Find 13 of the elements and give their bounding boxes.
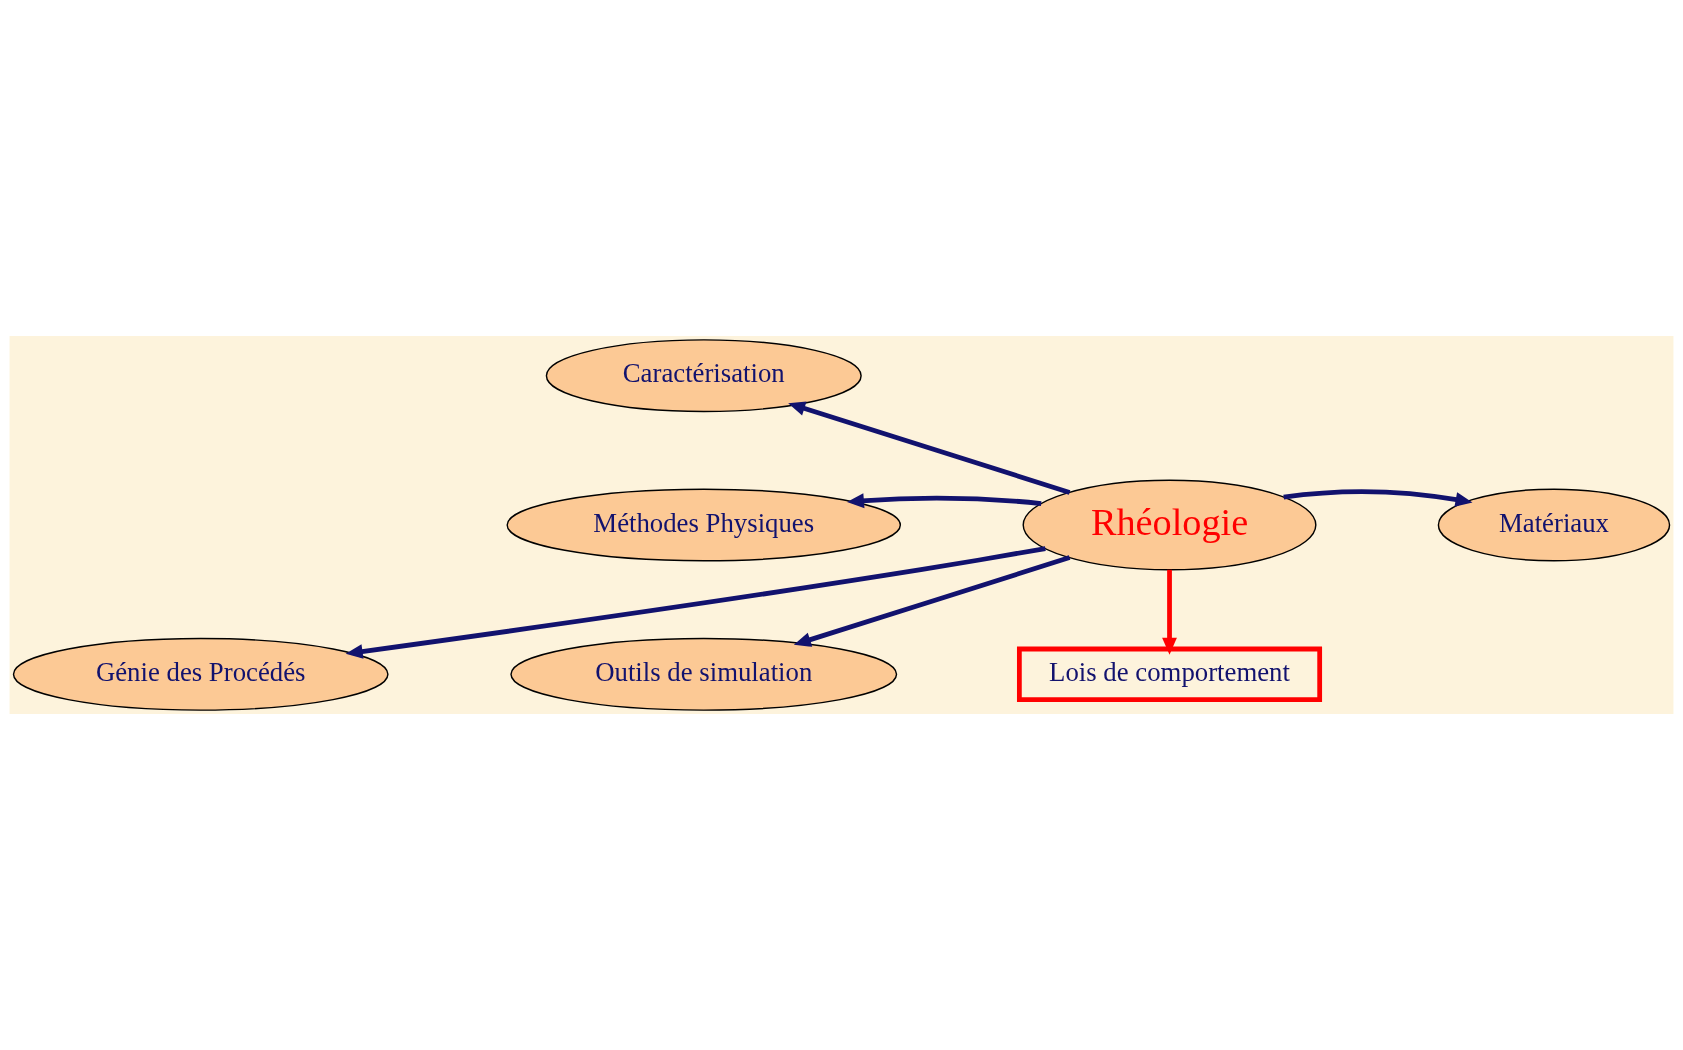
node-ellipse: Méthodes Physiques <box>506 488 902 562</box>
arrow <box>1283 489 1473 507</box>
arrow <box>847 493 1042 509</box>
node-ellipse: Outils de simulation <box>510 637 898 711</box>
arrow <box>1162 569 1177 655</box>
arrow <box>793 555 1071 647</box>
node-ellipse: Caractérisation <box>545 339 862 413</box>
node-ellipse: Rhéologie <box>1022 479 1317 571</box>
arrow <box>788 401 1071 495</box>
node-ellipse: Matériaux <box>1437 488 1671 562</box>
node-ellipse: Génie des Procédés <box>12 637 389 711</box>
arrow <box>345 546 1046 659</box>
node-box: Lois de comportement <box>1017 646 1323 703</box>
